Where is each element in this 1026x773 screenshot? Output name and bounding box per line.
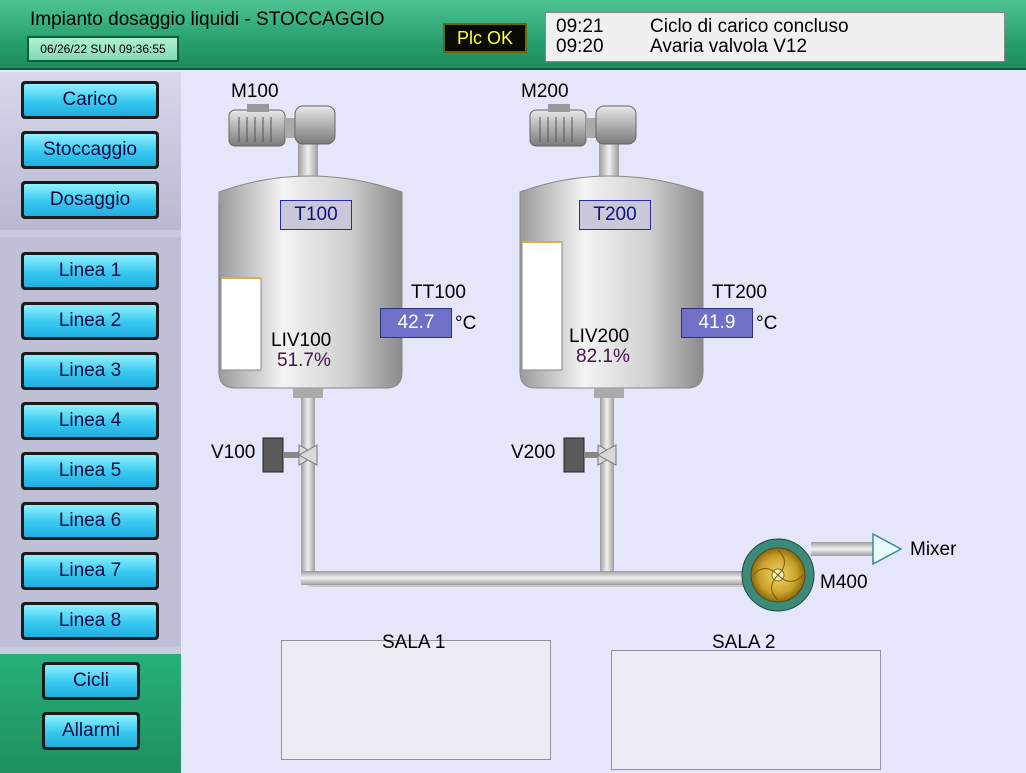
- tank-t100[interactable]: [218, 138, 403, 398]
- level-value: 51.7%: [277, 350, 331, 371]
- room-label: SALA 1: [382, 632, 446, 653]
- pipe-t100-outlet: [301, 397, 315, 583]
- pipe-header-main: [301, 571, 761, 585]
- tank-tag: T100: [280, 200, 352, 230]
- nav-button-linea-5[interactable]: Linea 5: [21, 452, 159, 490]
- valve-label: V200: [511, 442, 556, 463]
- nav-group-lines: Linea 1 Linea 2 Linea 3 Linea 4 Linea 5 …: [0, 237, 181, 647]
- motor-label: M100: [231, 81, 279, 102]
- alarm-banner[interactable]: 09:21 Ciclo di carico concluso 09:20 Avari…: [545, 12, 1005, 62]
- nav-button-allarmi[interactable]: Allarmi: [42, 712, 140, 750]
- motor-m100[interactable]: [228, 104, 336, 147]
- valve-v100[interactable]: [262, 437, 319, 473]
- room-label: SALA 2: [712, 632, 776, 653]
- plc-status-indicator[interactable]: Plc OK: [443, 23, 527, 53]
- motor-m200[interactable]: [529, 104, 637, 147]
- outlet-label: Mixer: [910, 539, 957, 560]
- outlet-arrow: [872, 532, 903, 566]
- alarm-entry: 09:20 Avaria valvola V12: [556, 36, 807, 58]
- pipe-t200-outlet: [600, 397, 614, 583]
- nav-button-stoccaggio[interactable]: Stoccaggio: [21, 131, 159, 169]
- tank-tag: T200: [579, 200, 651, 230]
- level-value: 82.1%: [576, 346, 630, 367]
- valve-label: V100: [211, 442, 256, 463]
- temp-unit: °C: [455, 313, 477, 334]
- temp-value[interactable]: 41.9: [681, 308, 753, 338]
- datetime-display: 06/26/22 SUN 09:36:55: [27, 36, 179, 62]
- alarm-time: 09:21: [556, 16, 604, 37]
- level-tag: LIV100: [271, 330, 332, 351]
- alarm-time: 09:20: [556, 36, 604, 57]
- room-sala-1[interactable]: [281, 640, 551, 760]
- nav-button-linea-4[interactable]: Linea 4: [21, 402, 159, 440]
- nav-group-bottom: Cicli Allarmi: [0, 654, 181, 773]
- nav-button-linea-2[interactable]: Linea 2: [21, 302, 159, 340]
- temp-tag: TT200: [712, 282, 767, 303]
- nav-button-carico[interactable]: Carico: [21, 81, 159, 119]
- nav-button-linea-7[interactable]: Linea 7: [21, 552, 159, 590]
- pump-label: M400: [820, 572, 868, 593]
- plant-synoptic: M100 M200 T100 T200 TT100 42.7 °C TT200 …: [181, 72, 1026, 773]
- nav-group-main: Carico Stoccaggio Dosaggio: [0, 72, 181, 230]
- temp-unit: °C: [756, 313, 778, 334]
- page-title: Impianto dosaggio liquidi - STOCCAGGIO: [30, 9, 385, 30]
- nav-button-linea-6[interactable]: Linea 6: [21, 502, 159, 540]
- level-bar-liv200: [521, 241, 563, 371]
- nav-button-dosaggio[interactable]: Dosaggio: [21, 181, 159, 219]
- pump-m400[interactable]: [741, 538, 815, 612]
- alarm-message: Avaria valvola V12: [650, 36, 808, 57]
- alarm-message: Ciclo di carico concluso: [650, 16, 849, 37]
- level-bar-liv100: [220, 277, 262, 371]
- nav-button-linea-1[interactable]: Linea 1: [21, 252, 159, 290]
- nav-button-cicli[interactable]: Cicli: [42, 662, 140, 700]
- room-sala-2[interactable]: [611, 650, 881, 770]
- alarm-entry: 09:21 Ciclo di carico concluso: [556, 16, 849, 38]
- level-tag: LIV200: [569, 326, 630, 347]
- tank-t200[interactable]: [519, 138, 704, 398]
- header-bar: Impianto dosaggio liquidi - STOCCAGGIO 0…: [0, 0, 1026, 70]
- nav-button-linea-8[interactable]: Linea 8: [21, 602, 159, 640]
- motor-label: M200: [521, 81, 569, 102]
- valve-v200[interactable]: [563, 437, 618, 473]
- pipe-to-mixer: [811, 542, 875, 556]
- sidebar-nav: Carico Stoccaggio Dosaggio Linea 1 Linea…: [0, 72, 181, 773]
- temp-tag: TT100: [411, 282, 466, 303]
- temp-value[interactable]: 42.7: [380, 308, 452, 338]
- nav-button-linea-3[interactable]: Linea 3: [21, 352, 159, 390]
